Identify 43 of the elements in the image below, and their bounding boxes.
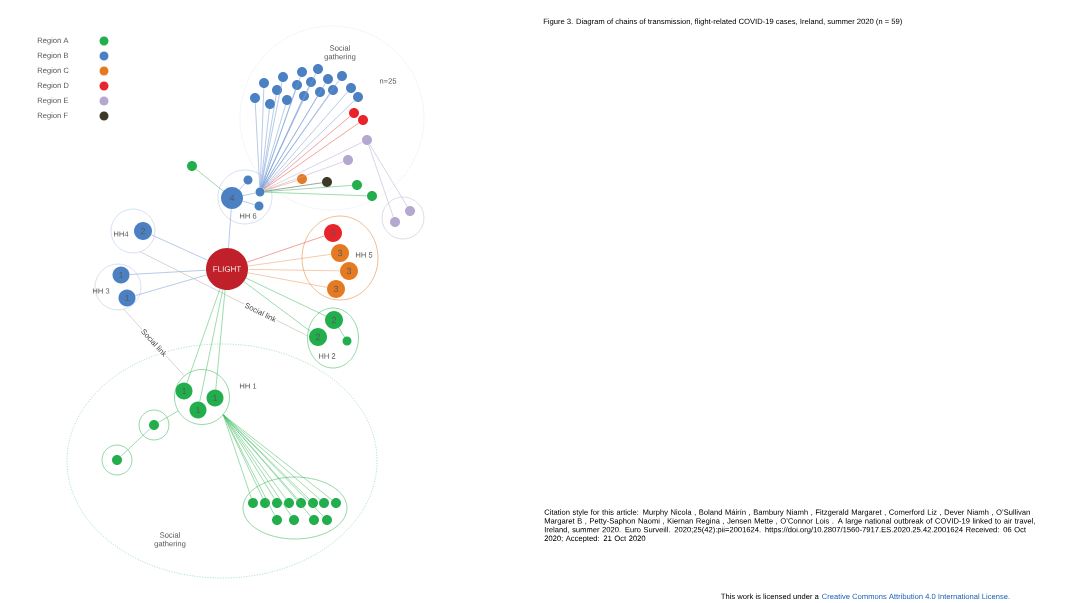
connector-line bbox=[151, 234, 208, 261]
connector-line bbox=[242, 192, 256, 196]
connector-line bbox=[245, 277, 326, 317]
connector-line bbox=[262, 93, 331, 189]
connector-line bbox=[129, 269, 207, 275]
connector-line bbox=[261, 104, 286, 188]
connector-line bbox=[247, 272, 328, 288]
connector-line bbox=[199, 289, 223, 402]
connector-line bbox=[247, 269, 341, 272]
connector-line bbox=[263, 100, 355, 189]
connector-line bbox=[255, 102, 261, 188]
connector-line bbox=[264, 182, 323, 192]
connector-line bbox=[263, 116, 351, 190]
connector-line bbox=[264, 161, 344, 191]
connector-line bbox=[264, 180, 298, 191]
contact-circle bbox=[381, 196, 425, 240]
connector-line bbox=[264, 185, 353, 192]
connector-line bbox=[261, 100, 303, 188]
connector-line bbox=[186, 288, 221, 384]
connector-line bbox=[262, 91, 348, 189]
connector-line bbox=[264, 191, 368, 197]
connector-line bbox=[263, 122, 359, 190]
connector-line bbox=[243, 281, 311, 332]
connector-line bbox=[260, 108, 270, 188]
connector-line bbox=[158, 410, 179, 423]
connector-line bbox=[338, 327, 345, 338]
connector-line bbox=[368, 144, 394, 218]
connector-line bbox=[369, 144, 408, 207]
connector-line bbox=[242, 200, 255, 205]
contact-circle bbox=[138, 409, 170, 441]
connector-line bbox=[247, 254, 332, 267]
connector-line bbox=[223, 414, 275, 516]
connector-line bbox=[262, 96, 318, 189]
connector-line bbox=[246, 235, 325, 263]
group-ellipse bbox=[242, 476, 348, 540]
connector-line bbox=[228, 208, 232, 249]
connector-line bbox=[223, 414, 252, 499]
connector-line bbox=[263, 142, 363, 191]
connector-line bbox=[195, 168, 224, 192]
connector-line bbox=[215, 289, 226, 390]
connector-line bbox=[239, 183, 246, 190]
contact-circle bbox=[101, 444, 133, 476]
connector-line bbox=[135, 274, 207, 296]
